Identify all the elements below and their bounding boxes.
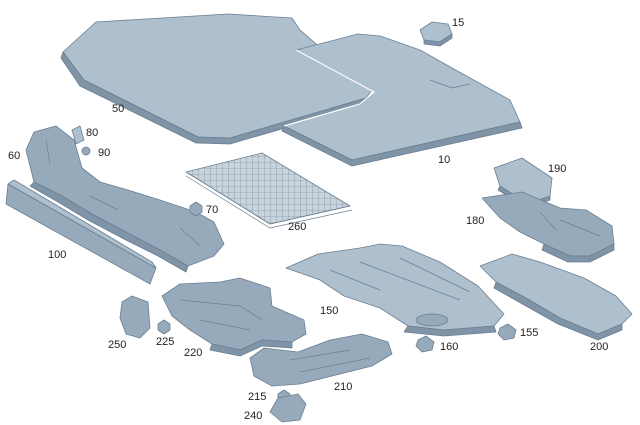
- label-260: 260: [288, 221, 306, 233]
- label-10: 10: [438, 154, 450, 166]
- part-100-sill-trim[interactable]: [5, 179, 157, 285]
- label-180: 180: [466, 215, 484, 227]
- part-80-bracket[interactable]: [71, 125, 85, 145]
- label-240: 240: [244, 410, 262, 422]
- label-80: 80: [86, 127, 98, 139]
- part-225-clip[interactable]: [157, 319, 171, 335]
- label-220: 220: [184, 347, 202, 359]
- label-250: 250: [108, 339, 126, 351]
- part-240-cover[interactable]: [269, 393, 307, 423]
- part-10-load-floor[interactable]: [281, 33, 523, 167]
- part-250-bracket[interactable]: [119, 295, 151, 339]
- label-155: 155: [520, 327, 538, 339]
- label-150: 150: [320, 305, 338, 317]
- part-70-nut[interactable]: [189, 201, 203, 217]
- part-15-clip[interactable]: [419, 21, 453, 47]
- label-215: 215: [248, 391, 266, 403]
- part-160-fastener[interactable]: [415, 335, 435, 353]
- part-200-floor-panel[interactable]: [479, 253, 633, 341]
- label-225: 225: [156, 336, 174, 348]
- label-70: 70: [206, 204, 218, 216]
- part-260-cargo-grille[interactable]: [185, 152, 353, 229]
- part-150-floor-tub[interactable]: [285, 243, 505, 337]
- label-210: 210: [334, 381, 352, 393]
- part-155-fastener[interactable]: [497, 323, 517, 341]
- label-200: 200: [590, 341, 608, 353]
- label-90: 90: [98, 147, 110, 159]
- label-50: 50: [112, 103, 124, 115]
- part-210-foam-insert[interactable]: [249, 333, 393, 387]
- label-100: 100: [48, 249, 66, 261]
- label-160: 160: [440, 341, 458, 353]
- label-15: 15: [452, 17, 464, 29]
- part-180-storage-module[interactable]: [481, 191, 615, 263]
- part-60-left-side-trim[interactable]: [25, 125, 225, 273]
- label-60: 60: [8, 150, 20, 162]
- part-90-screw[interactable]: [81, 146, 91, 156]
- label-190: 190: [548, 163, 566, 175]
- part-220-storage-module[interactable]: [161, 277, 307, 357]
